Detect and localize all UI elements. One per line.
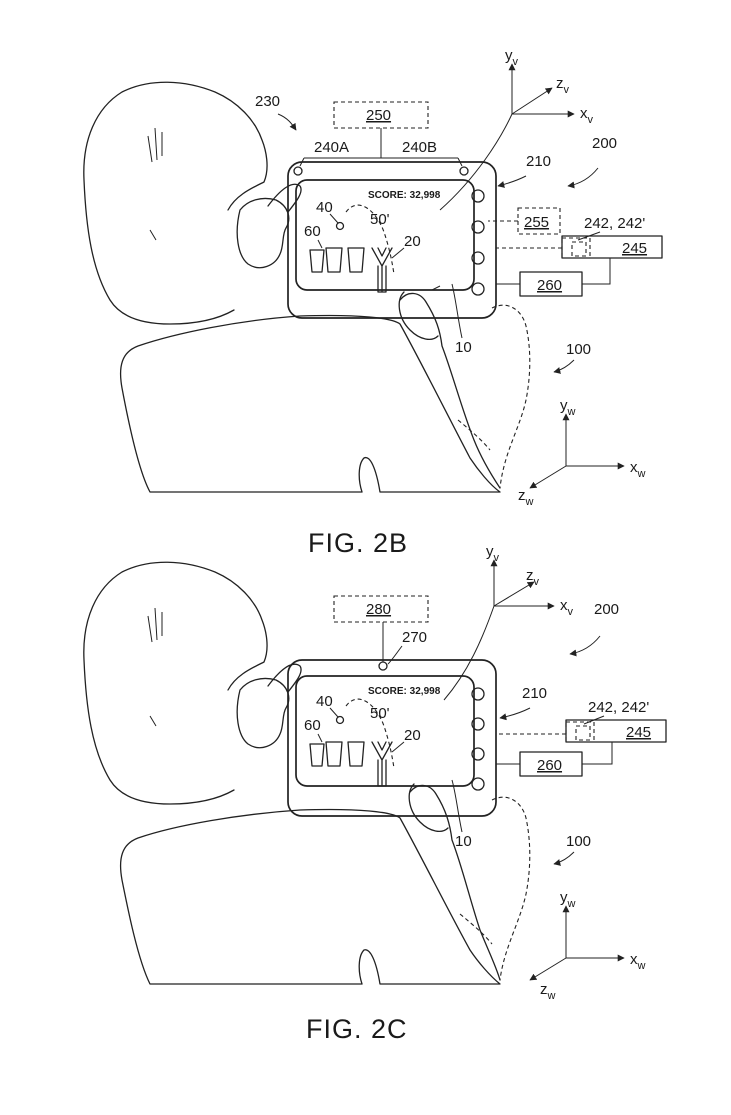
- ref-100-arrow: [554, 360, 574, 372]
- ref-60-label: 60: [304, 717, 321, 734]
- ref-50p-label: 50': [370, 211, 390, 228]
- ref-100-arrow: [554, 852, 574, 864]
- ref-210-arrow: [498, 176, 526, 186]
- ref-270-label: 270: [402, 629, 427, 646]
- virtual-axis-pointer: [444, 606, 494, 700]
- ref-260-label: 260: [537, 757, 562, 774]
- ref-10-label: 10: [455, 833, 472, 850]
- figure-2c: SCORE: 32,998 280 245 242, 242' 260 270 …: [84, 543, 666, 1044]
- svg-text:xv: xv: [580, 105, 594, 126]
- device-button-4: [472, 778, 484, 790]
- ref-10-leader: [452, 284, 462, 338]
- score-readout: SCORE: 32,998: [368, 686, 441, 697]
- ref-210-label: 210: [522, 685, 547, 702]
- virtual-ball: [337, 717, 344, 724]
- ref-230-arrow: [278, 114, 296, 130]
- svg-text:xv: xv: [560, 597, 574, 618]
- ref-210-arrow: [500, 708, 530, 718]
- camera-240a: [294, 167, 302, 175]
- ref-60-leader: [318, 734, 322, 742]
- svg-text:yv: yv: [505, 47, 519, 68]
- ref-60-leader: [318, 240, 322, 248]
- ref-20-leader: [392, 248, 404, 258]
- ref-210-label: 210: [526, 153, 551, 170]
- virtual-coordinate-axes: yv zv xv: [505, 47, 594, 126]
- ref-260-label: 260: [537, 277, 562, 294]
- handheld-device-body: [288, 660, 496, 816]
- svg-text:yw: yw: [560, 397, 576, 418]
- svg-text:zw: zw: [518, 487, 534, 508]
- ref-40-leader: [330, 708, 338, 717]
- svg-text:xw: xw: [630, 951, 646, 972]
- sensor-box-242-inner: [576, 726, 590, 740]
- score-readout: SCORE: 32,998: [368, 190, 441, 201]
- ref-240b-label: 240B: [402, 139, 437, 156]
- ref-10-leader: [452, 780, 462, 832]
- ref-230-label: 230: [255, 93, 280, 110]
- user-body-outline: [121, 315, 500, 492]
- right-index-finger: [409, 784, 448, 831]
- ref-250-label: 250: [366, 107, 391, 124]
- ref-100-label: 100: [566, 341, 591, 358]
- device-button-4: [472, 283, 484, 295]
- user-hair-strands: [148, 128, 162, 240]
- world-coordinate-axes: yw zw xw: [530, 889, 646, 1002]
- ref-60-label: 60: [304, 223, 321, 240]
- svg-text:zv: zv: [526, 567, 540, 588]
- ref-245-label: 245: [622, 240, 647, 257]
- user-head-outline: [84, 82, 267, 324]
- svg-text:zw: zw: [540, 981, 556, 1002]
- figure-2c-caption: FIG. 2C: [306, 1014, 408, 1044]
- virtual-coordinate-axes: yv zv xv: [486, 543, 574, 618]
- figure-2b: SCORE: 32,998 250 255 245 242, 242' 260 …: [84, 47, 662, 558]
- ref-40-leader: [330, 214, 338, 223]
- figure-2b-caption: FIG. 2B: [308, 528, 408, 558]
- ref-200-label: 200: [594, 601, 619, 618]
- left-hand: [237, 678, 289, 747]
- ref-10-label: 10: [455, 339, 472, 356]
- ref-280-label: 280: [366, 601, 391, 618]
- svg-text:yw: yw: [560, 889, 576, 910]
- ref-20-leader: [392, 742, 404, 752]
- bottle-targets: [310, 248, 364, 272]
- ref-40-label: 40: [316, 693, 333, 710]
- slingshot-handle: [372, 248, 392, 292]
- right-forearm-hidden: [458, 305, 530, 488]
- camera-270: [379, 662, 387, 670]
- svg-text:zv: zv: [556, 75, 570, 96]
- ref-242-label: 242, 242': [584, 215, 645, 232]
- user-body-outline: [121, 809, 500, 984]
- camera-240b: [460, 167, 468, 175]
- slingshot-handle: [372, 742, 392, 786]
- right-forearm-hidden: [460, 797, 530, 980]
- user-head-outline: [84, 562, 267, 804]
- world-coordinate-axes: yw zw xw: [518, 397, 646, 508]
- ref-245-label: 245: [626, 724, 651, 741]
- sensor-box-242: [566, 722, 594, 742]
- ref-200-arrow: [568, 168, 598, 186]
- ref-40-label: 40: [316, 199, 333, 216]
- ref-200-label: 200: [592, 135, 617, 152]
- ref-20-label: 20: [404, 727, 421, 744]
- svg-text:xw: xw: [630, 459, 646, 480]
- svg-text:yv: yv: [486, 543, 500, 564]
- user-hair-strands: [148, 608, 162, 726]
- virtual-ball: [337, 223, 344, 230]
- left-hand: [237, 198, 289, 267]
- ref-270-leader: [388, 646, 402, 664]
- ref-50p-label: 50': [370, 705, 390, 722]
- sensor-box-242-inner: [572, 242, 586, 256]
- ref-242-label: 242, 242': [588, 699, 649, 716]
- right-forearm: [400, 293, 500, 488]
- ref-255-label: 255: [524, 214, 549, 231]
- ref-200-arrow: [570, 636, 600, 654]
- ref-20-label: 20: [404, 233, 421, 250]
- ref-240a-label: 240A: [314, 139, 349, 156]
- sensor-box-242: [562, 238, 590, 258]
- bottle-targets: [310, 742, 364, 766]
- ref-100-label: 100: [566, 833, 591, 850]
